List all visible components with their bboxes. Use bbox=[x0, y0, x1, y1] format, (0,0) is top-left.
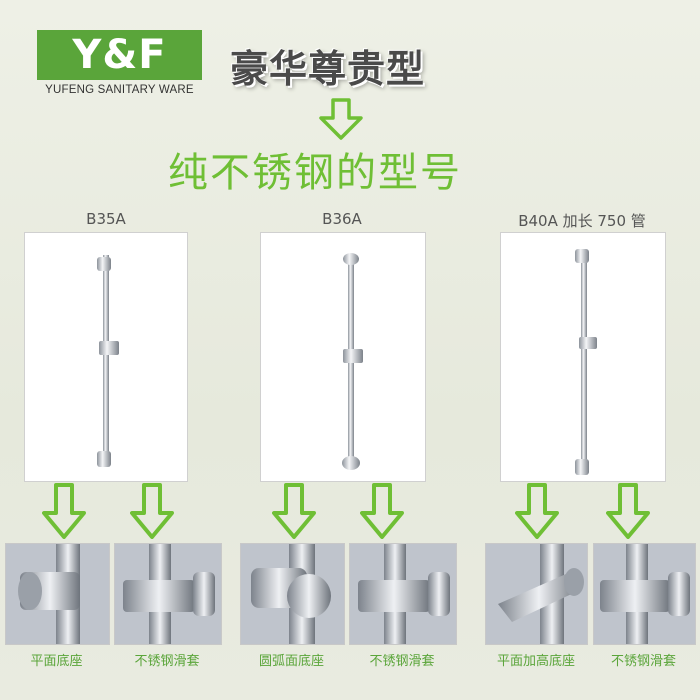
product-image-b35a bbox=[24, 232, 188, 482]
caption-flat-base: 平面底座 bbox=[30, 654, 83, 669]
brand-tagline: YUFENG SANITARY WARE bbox=[45, 84, 194, 96]
down-arrow-icon bbox=[130, 483, 174, 539]
down-arrow-icon bbox=[360, 483, 404, 539]
caption-steel-slider: 不锈钢滑套 bbox=[610, 654, 676, 669]
detail-photo-steel-slider bbox=[114, 543, 222, 645]
detail-photo-arc-base bbox=[240, 543, 345, 645]
detail-photo-steel-slider bbox=[349, 543, 457, 645]
down-arrow-icon bbox=[319, 98, 363, 140]
model-label-b36a: B36A bbox=[322, 210, 362, 228]
caption-raised-flat-base: 平面加高底座 bbox=[496, 654, 575, 669]
down-arrow-icon bbox=[606, 483, 650, 539]
product-image-b40a bbox=[500, 232, 666, 482]
detail-photo-raised-flat-base bbox=[485, 543, 588, 645]
caption-steel-slider: 不锈钢滑套 bbox=[134, 654, 200, 669]
page-headline: 豪华尊贵型 bbox=[230, 47, 426, 91]
page-subheading: 纯不锈钢的型号 bbox=[168, 150, 462, 196]
shower-rail-icon bbox=[97, 255, 119, 467]
detail-photo-steel-slider bbox=[593, 543, 696, 645]
model-label-b35a: B35A bbox=[86, 210, 126, 228]
down-arrow-icon bbox=[272, 483, 316, 539]
down-arrow-icon bbox=[42, 483, 86, 539]
caption-steel-slider: 不锈钢滑套 bbox=[369, 654, 435, 669]
brand-logo: Y&F bbox=[37, 30, 202, 80]
shower-rail-icon bbox=[575, 249, 597, 475]
product-image-b36a bbox=[260, 232, 426, 482]
shower-rail-icon bbox=[342, 253, 363, 470]
detail-photo-flat-base bbox=[5, 543, 110, 645]
model-label-b40a: B40A 加长 750 管 bbox=[518, 212, 646, 230]
down-arrow-icon bbox=[515, 483, 559, 539]
caption-arc-base: 圆弧面底座 bbox=[258, 654, 324, 669]
